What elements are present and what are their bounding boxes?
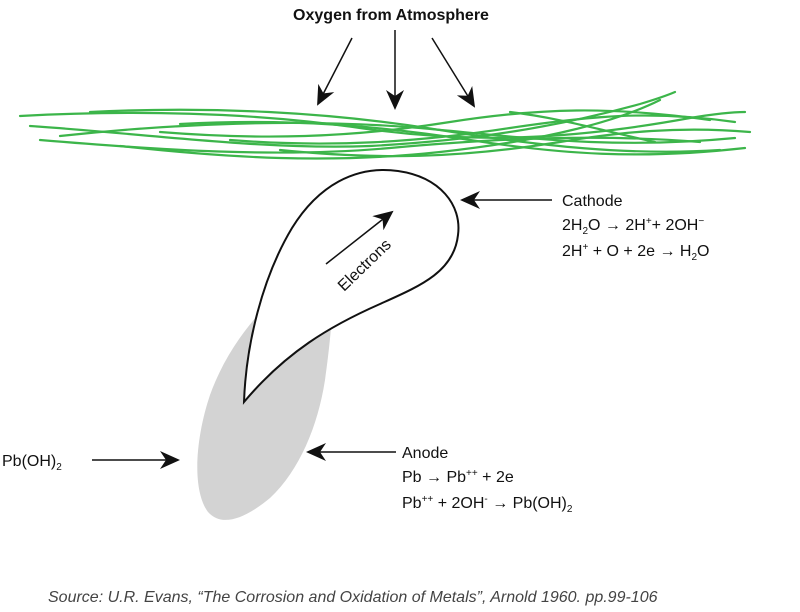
electrons-arrow	[325, 210, 394, 265]
oxygen-arrow-right	[431, 37, 476, 108]
cathode-label: Cathode	[562, 193, 623, 210]
oxygen-title: Oxygen from Atmosphere	[293, 7, 489, 24]
anode-equation-1: Pb → Pb++ + 2e	[402, 468, 514, 486]
source-citation: Source: U.R. Evans, “The Corrosion and O…	[48, 589, 658, 606]
green-fibers	[18, 90, 752, 160]
oxygen-arrow-left	[317, 37, 353, 106]
cathode-equation-1: 2H2O → 2H++ 2OH−	[562, 216, 704, 237]
anode-equation-2: Pb++ + 2OH- → Pb(OH)2	[402, 494, 573, 515]
teardrop-element	[242, 169, 460, 405]
cathode-equation-2: 2H+ + O + 2e → H2O	[562, 242, 709, 263]
anode-label: Anode	[402, 445, 448, 462]
product-label: Pb(OH)2	[2, 453, 62, 473]
oxygen-arrows	[317, 30, 476, 110]
